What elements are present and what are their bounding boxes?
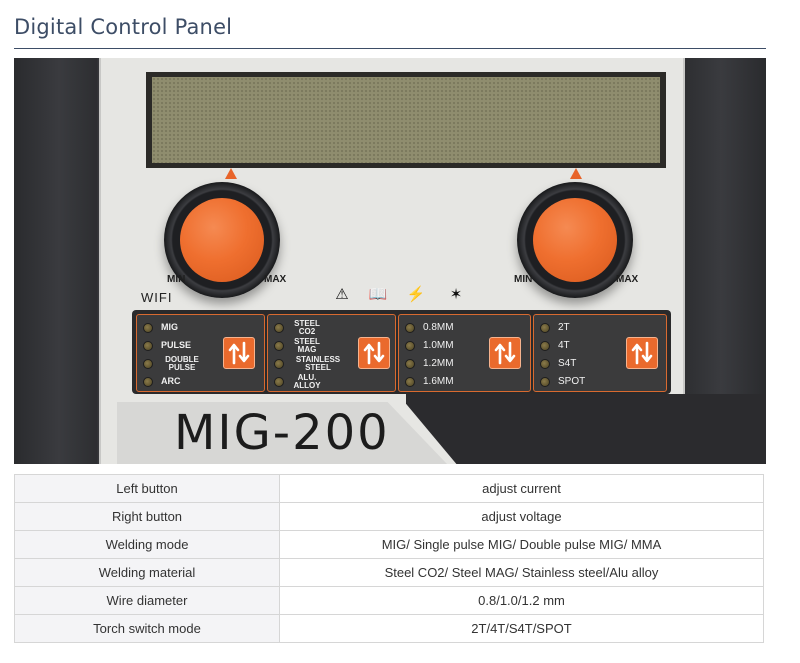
control-panel-photo: MIN MAX MIN MAX WIFI ⚠ 📖 ⚡ ✶ MIG PULSE D… [14,58,766,464]
led-indicator [405,340,415,351]
led-indicator [143,322,153,333]
led-item: 1.2MM [405,355,454,372]
led-item: STEEL MAG [274,337,322,354]
led-indicator [405,376,415,387]
led-indicator [540,322,550,333]
led-item: 4T [540,337,570,354]
spec-label: Right button [14,502,280,531]
electric-hazard-icon: ⚡ [406,286,426,303]
warning-triangle-icon: ⚠ [335,286,349,303]
led-item: STEEL CO2 [274,319,322,336]
led-item: SPOT [540,373,585,390]
welding-material-switch-button[interactable] [358,337,390,369]
led-item: PULSE [143,337,191,354]
spec-value: MIG/ Single pulse MIG/ Double pulse MIG/… [279,530,764,559]
voltage-knob[interactable] [517,182,633,298]
led-item: 0.8MM [405,319,454,336]
led-indicator [540,376,550,387]
led-item: STAINLESS STEEL [274,355,344,372]
knob-right-min-label: MIN [514,274,533,285]
led-item: 1.0MM [405,337,454,354]
spec-value: 2T/4T/S4T/SPOT [279,614,764,643]
swap-arrows-icon [363,341,385,365]
led-indicator [274,358,284,369]
led-item: 2T [540,319,570,336]
led-item: S4T [540,355,576,372]
spec-label: Torch switch mode [14,614,280,643]
led-item: ARC [143,373,181,390]
led-indicator [143,358,153,369]
led-indicator [405,358,415,369]
swap-arrows-icon [631,341,653,365]
led-indicator [540,340,550,351]
page-title: Digital Control Panel [14,15,233,39]
lcd-display [152,77,660,163]
current-knob[interactable] [164,182,280,298]
model-name: MIG-200 [174,405,390,461]
mode-selector-panel: MIG PULSE DOUBLE PULSE ARC STEEL CO2 STE… [132,310,671,394]
welding-material-group: STEEL CO2 STEEL MAG STAINLESS STEEL ALU.… [267,314,396,392]
led-indicator [143,340,153,351]
manual-book-icon: 📖 [368,286,388,303]
swap-arrows-icon [494,341,516,365]
knob-cap [533,198,617,282]
page-header: Digital Control Panel [14,10,766,49]
led-indicator [274,322,284,333]
swap-arrows-icon [228,341,250,365]
led-indicator [143,376,153,387]
knob-pointer-icon [225,168,237,179]
spec-value: 0.8/1.0/1.2 mm [279,586,764,615]
led-indicator [274,340,284,351]
led-item: DOUBLE PULSE [143,355,203,372]
welding-mode-group: MIG PULSE DOUBLE PULSE ARC [136,314,265,392]
model-plate [117,402,447,464]
spec-value: adjust voltage [279,502,764,531]
welding-mode-switch-button[interactable] [223,337,255,369]
led-item: MIG [143,319,178,336]
spec-label: Left button [14,474,280,503]
wire-diameter-switch-button[interactable] [489,337,521,369]
knob-left-max-label: MAX [264,274,287,285]
wifi-label: WIFI [141,290,173,305]
torch-switch-mode-group: 2T 4T S4T SPOT [533,314,667,392]
knob-cap [180,198,264,282]
torch-mode-switch-button[interactable] [626,337,658,369]
spec-label: Welding material [14,558,280,587]
led-indicator [405,322,415,333]
led-item: ALU. ALLOY [274,373,322,390]
spark-hazard-icon: ✶ [449,286,463,303]
wire-diameter-group: 0.8MM 1.0MM 1.2MM 1.6MM [398,314,531,392]
led-indicator [540,358,550,369]
model-shadow-panel [406,394,766,464]
led-item: 1.6MM [405,373,454,390]
knob-pointer-icon [570,168,582,179]
knob-right-max-label: MAX [616,274,639,285]
spec-value: Steel CO2/ Steel MAG/ Stainless steel/Al… [279,558,764,587]
knob-left-min-label: MIN [167,274,186,285]
led-indicator [274,376,284,387]
spec-label: Wire diameter [14,586,280,615]
spec-value: adjust current [279,474,764,503]
spec-label: Welding mode [14,530,280,559]
